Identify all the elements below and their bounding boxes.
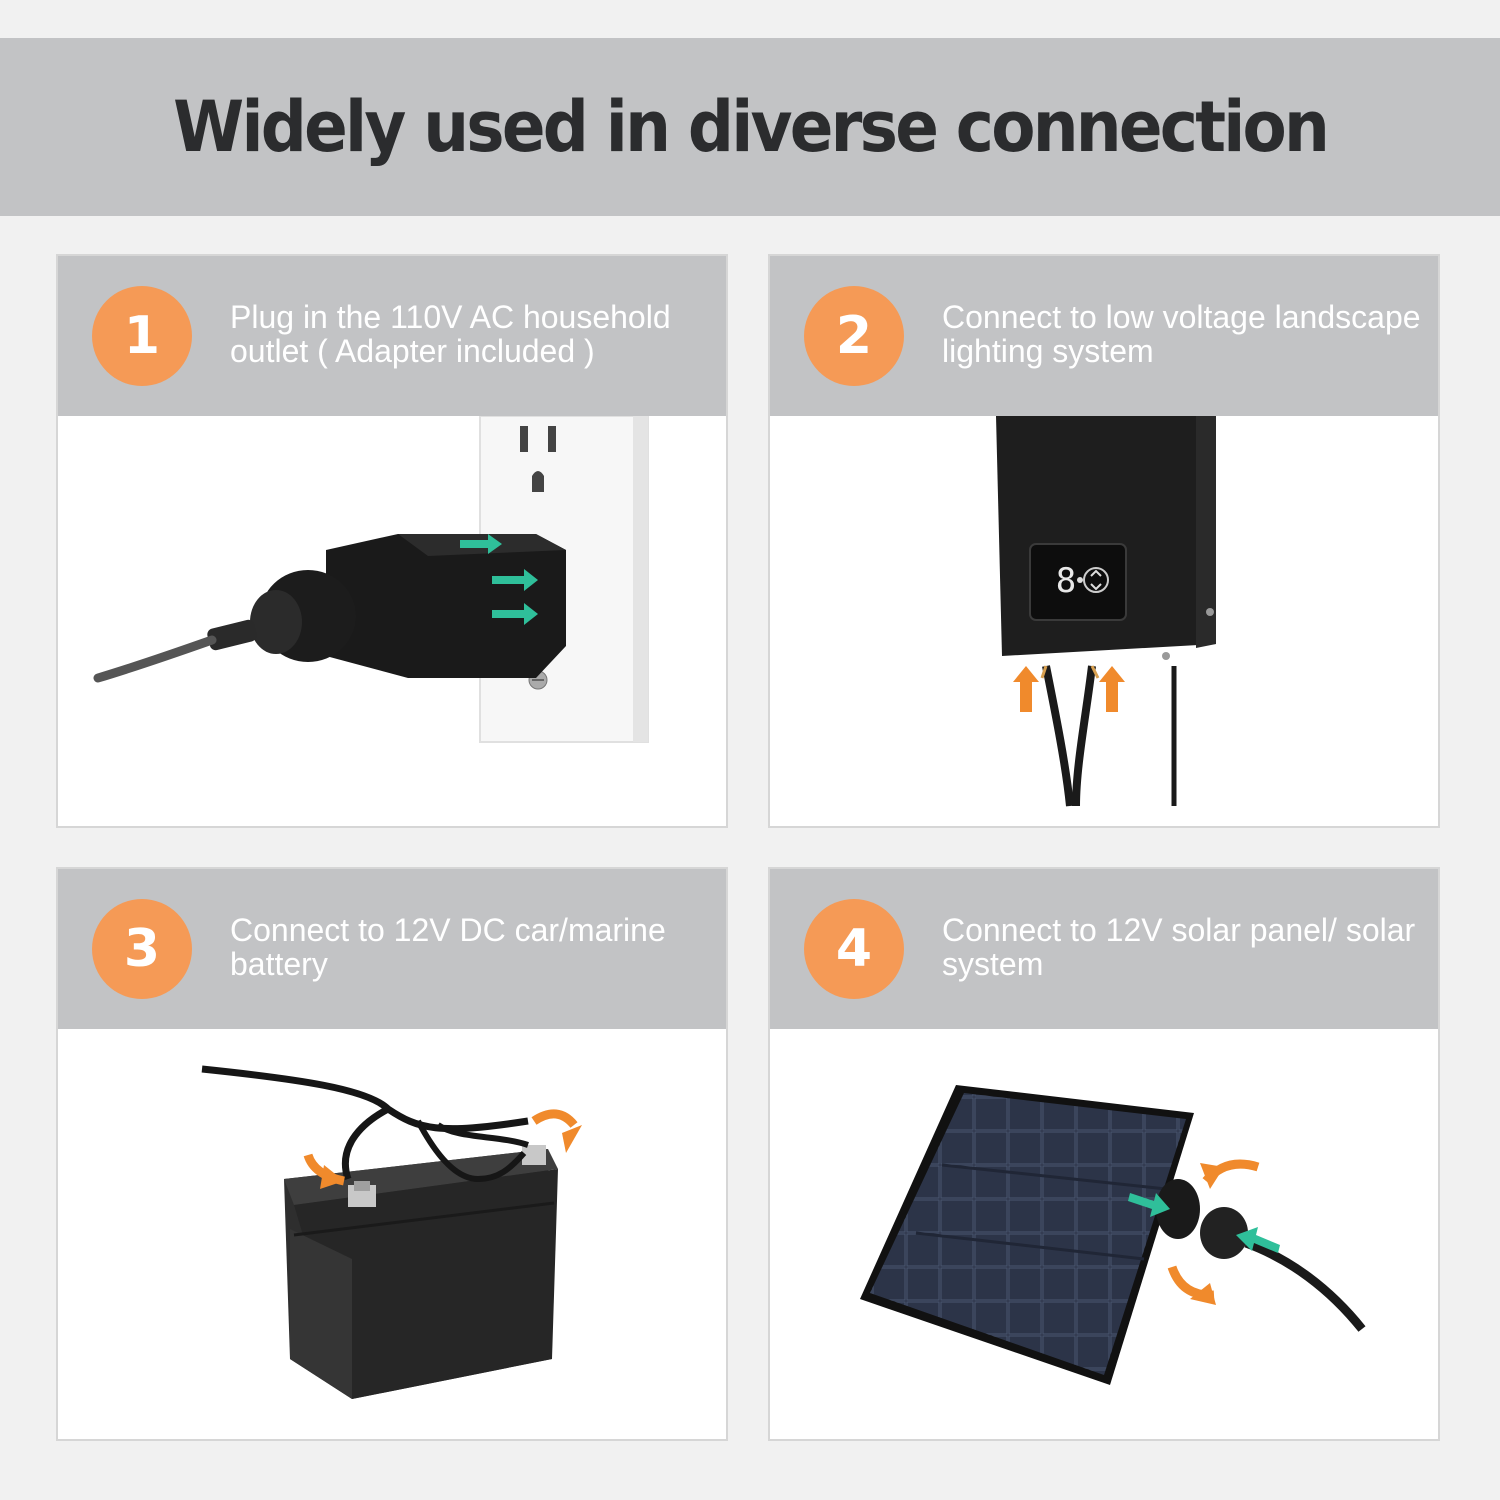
outlet-adapter-illustration [93,416,649,743]
card-caption: Plug in the 110V AC household outlet ( A… [230,299,671,369]
transformer-illustration: 8 [996,416,1216,807]
card-solar: 4 Connect to 12V solar panel/ solar syst… [768,867,1440,1441]
outlet-adapter-image [58,416,726,826]
step-badge: 1 [92,286,192,386]
page-title: Widely used in diverse connection [173,86,1330,168]
card-header: 3 Connect to 12V DC car/marine battery [58,869,726,1029]
step-badge: 2 [804,286,904,386]
card-caption: Connect to 12V solar panel/ solar system [942,912,1416,982]
battery-illustration [201,1065,582,1399]
card-outlet: 1 Plug in the 110V AC household outlet (… [56,254,728,828]
solar-panel-illustration [860,1085,1366,1385]
card-caption: Connect to 12V DC car/marine battery [230,912,666,982]
transformer-image: 8 [770,416,1438,826]
card-caption: Connect to low voltage landscape lightin… [942,299,1421,369]
solar-panel-image [770,1029,1438,1439]
card-battery: 3 Connect to 12V DC car/marine battery [56,867,728,1441]
card-header: 4 Connect to 12V solar panel/ solar syst… [770,869,1438,1029]
card-header: 2 Connect to low voltage landscape light… [770,256,1438,416]
card-landscape: 2 Connect to low voltage landscape light… [768,254,1440,828]
display-digit-icon: 8 [1056,561,1076,601]
step-badge: 3 [92,899,192,999]
step-badge: 4 [804,899,904,999]
battery-image [58,1029,726,1439]
card-header: 1 Plug in the 110V AC household outlet (… [58,256,726,416]
header-banner: Widely used in diverse connection [0,38,1500,216]
